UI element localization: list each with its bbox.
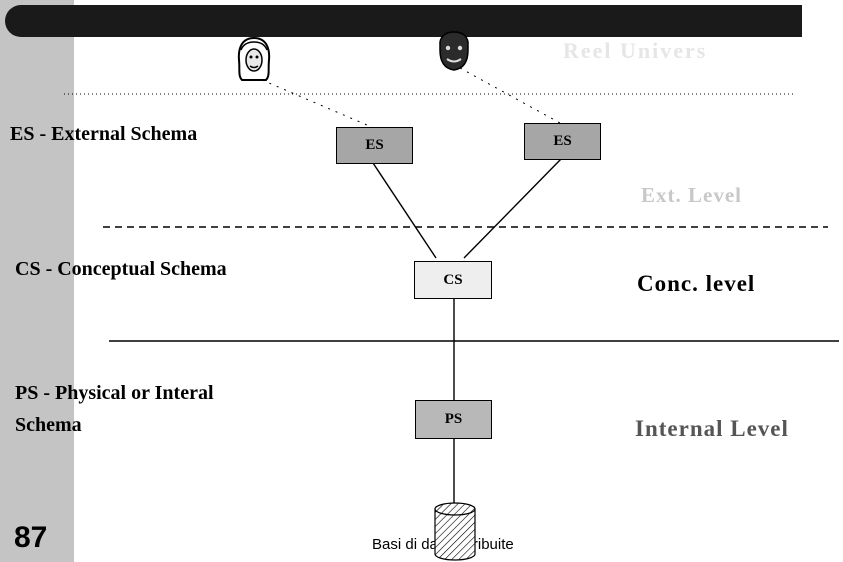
user-female-icon <box>237 36 271 81</box>
database-cylinder-icon <box>434 502 476 561</box>
page-number: 87 <box>14 521 48 554</box>
conc-level-label: Conc. level <box>637 271 756 296</box>
es-box-left: ES <box>336 127 413 164</box>
es-box-right: ES <box>524 123 601 160</box>
external-schema-label: ES - External Schema <box>10 123 198 145</box>
slide-title-bar <box>5 5 802 37</box>
ext-level-label: Ext. Level <box>641 183 742 207</box>
cs-box: CS <box>414 261 492 299</box>
user-link-right <box>459 67 561 124</box>
internal-level-label: Internal Level <box>635 416 789 441</box>
es-right-to-cs <box>463 157 563 259</box>
user-male-icon <box>439 31 469 71</box>
conceptual-schema-label: CS - Conceptual Schema <box>15 258 227 280</box>
physical-schema-label-line2: Schema <box>15 414 82 436</box>
slide-sidebar <box>0 0 74 562</box>
user-link-left <box>261 79 375 129</box>
ps-box: PS <box>415 400 492 439</box>
reel-univers-label: Reel Univers <box>563 38 708 63</box>
physical-schema-label-line1: PS - Physical or Interal <box>15 382 214 404</box>
es-left-to-cs <box>372 162 437 259</box>
